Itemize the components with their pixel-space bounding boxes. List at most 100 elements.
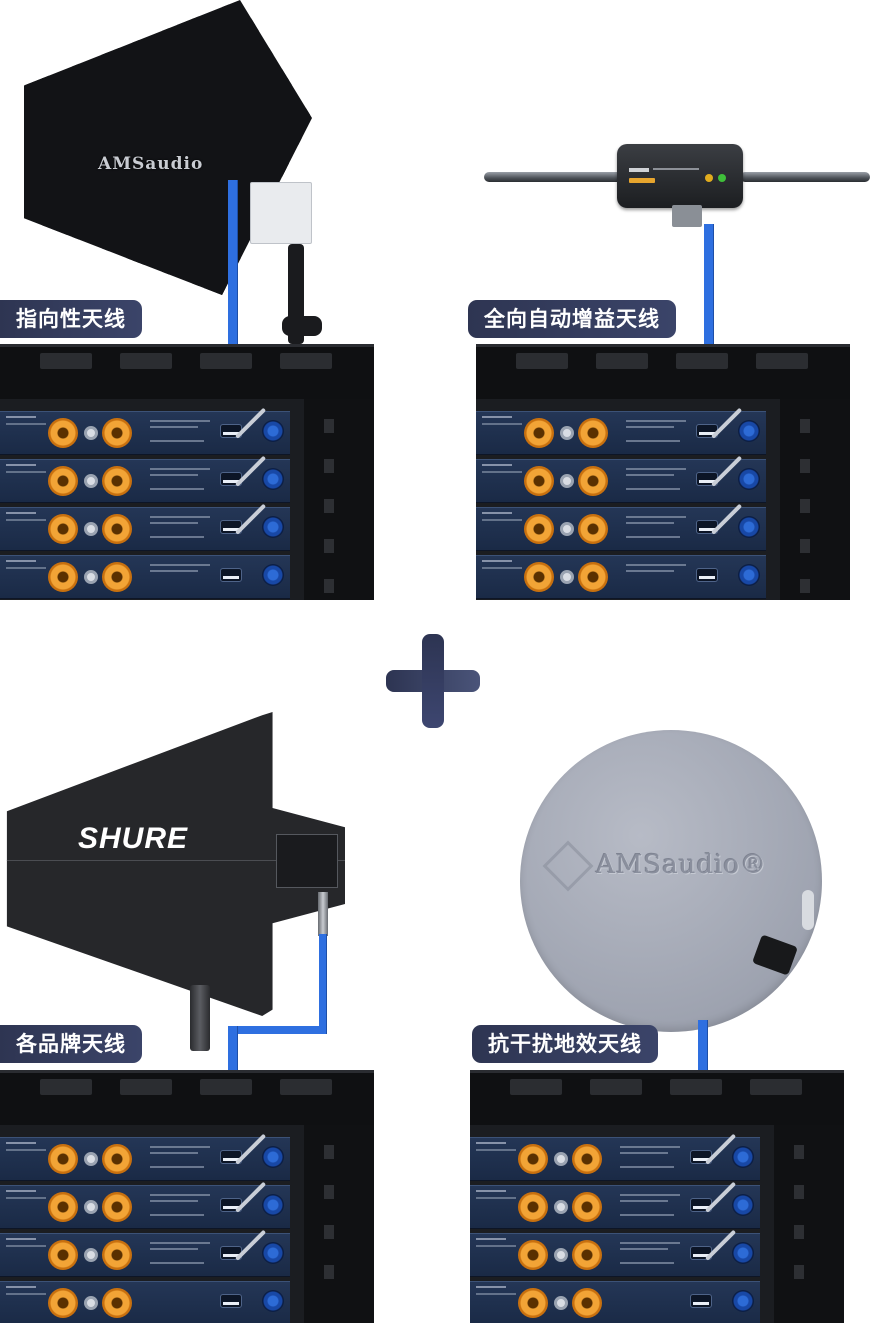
- rack-unit: [476, 455, 766, 503]
- omni-brand: [629, 168, 649, 172]
- jack-connector: [84, 570, 98, 584]
- unit-label: [476, 1293, 516, 1295]
- jack-connector: [84, 1152, 98, 1166]
- jack-connector: [84, 1248, 98, 1262]
- unit-label: [6, 471, 46, 473]
- unit-text: [150, 420, 210, 422]
- jack-connector: [554, 1152, 568, 1166]
- xlr-connector: [578, 466, 608, 496]
- unit-label: [6, 1142, 36, 1144]
- xlr-connector: [102, 1144, 132, 1174]
- unit-label: [6, 560, 36, 562]
- antenna-port: [732, 1242, 754, 1264]
- unit-label: [6, 416, 36, 418]
- rack-side: [780, 399, 850, 600]
- rack-hole: [324, 419, 334, 433]
- xlr-connector: [518, 1192, 548, 1222]
- antenna-port: [738, 468, 760, 490]
- unit-text: [626, 440, 680, 442]
- xlr-connector: [102, 1192, 132, 1222]
- unit-text: [620, 1194, 680, 1196]
- rack-unit: [0, 1229, 290, 1277]
- unit-text: [626, 468, 686, 470]
- led-amber: [705, 174, 713, 182]
- xlr-connector: [48, 1144, 78, 1174]
- unit-text: [150, 468, 210, 470]
- rack-hole: [800, 579, 810, 593]
- xlr-connector: [48, 1240, 78, 1270]
- bnc-port: [690, 1294, 712, 1308]
- rack-unit: [476, 555, 766, 599]
- antenna-port: [262, 564, 284, 586]
- jack-connector: [84, 474, 98, 488]
- rack-hole: [324, 1185, 334, 1199]
- rack-slot: [120, 1079, 172, 1095]
- rack-unit: [470, 1229, 760, 1277]
- unit-label: [482, 471, 522, 473]
- rack-unit: [0, 407, 290, 455]
- unit-text: [626, 474, 674, 476]
- unit-text: [150, 1200, 198, 1202]
- unit-text: [620, 1214, 674, 1216]
- rack-slot: [750, 1079, 802, 1095]
- unit-text: [626, 426, 674, 428]
- unit-label: [6, 1286, 36, 1288]
- unit-text: [150, 1194, 210, 1196]
- unit-text: [150, 426, 198, 428]
- unit-label: [476, 1197, 516, 1199]
- omni-antenna-image: [617, 144, 743, 208]
- rack-slot: [40, 353, 92, 369]
- xlr-connector: [48, 466, 78, 496]
- xlr-connector: [48, 562, 78, 592]
- shure-stand: [190, 985, 210, 1051]
- rack-slot: [120, 353, 172, 369]
- rack-unit: [0, 455, 290, 503]
- antenna-port: [262, 1242, 284, 1264]
- xlr-connector: [572, 1288, 602, 1318]
- shure-antenna-image: SHURE: [6, 712, 345, 1016]
- rack-hole: [324, 1225, 334, 1239]
- bnc-port: [696, 568, 718, 582]
- antenna-port: [262, 468, 284, 490]
- rack-slot: [670, 1079, 722, 1095]
- unit-text: [620, 1166, 674, 1168]
- unit-text: [620, 1262, 674, 1264]
- rack-slot: [510, 1079, 562, 1095]
- label-directional: 指向性天线: [0, 300, 142, 338]
- cable-omni: [704, 224, 714, 428]
- antenna-port: [262, 1290, 284, 1312]
- unit-text: [626, 420, 686, 422]
- xlr-connector: [48, 514, 78, 544]
- unit-text: [150, 1248, 198, 1250]
- unit-label: [6, 1245, 46, 1247]
- rack-side: [304, 399, 374, 600]
- unit-label: [6, 1293, 46, 1295]
- unit-label: [482, 423, 522, 425]
- xlr-connector: [102, 466, 132, 496]
- shure-logo: SHURE: [78, 822, 189, 855]
- jack-connector: [84, 1296, 98, 1310]
- jack-connector: [560, 426, 574, 440]
- rack-omni: [476, 344, 850, 600]
- bnc-port: [220, 568, 242, 582]
- rack-paddle: [470, 1070, 844, 1323]
- antenna-port: [738, 516, 760, 538]
- unit-text: [626, 570, 674, 572]
- unit-text: [150, 536, 204, 538]
- label-brands: 各品牌天线: [0, 1025, 142, 1063]
- rack-hole: [794, 1265, 804, 1279]
- rack-unit: [0, 1133, 290, 1181]
- rack-hole: [324, 579, 334, 593]
- jack-connector: [84, 1200, 98, 1214]
- rack-slot: [200, 353, 252, 369]
- unit-label: [6, 519, 46, 521]
- led-green: [718, 174, 726, 182]
- plus-bar-vertical: [422, 634, 444, 728]
- directional-antenna-image: AMSaudio: [24, 0, 312, 295]
- xlr-connector: [572, 1144, 602, 1174]
- unit-label: [6, 567, 46, 569]
- unit-label: [476, 1190, 506, 1192]
- unit-label: [6, 1149, 46, 1151]
- unit-label: [6, 1197, 46, 1199]
- xlr-connector: [524, 466, 554, 496]
